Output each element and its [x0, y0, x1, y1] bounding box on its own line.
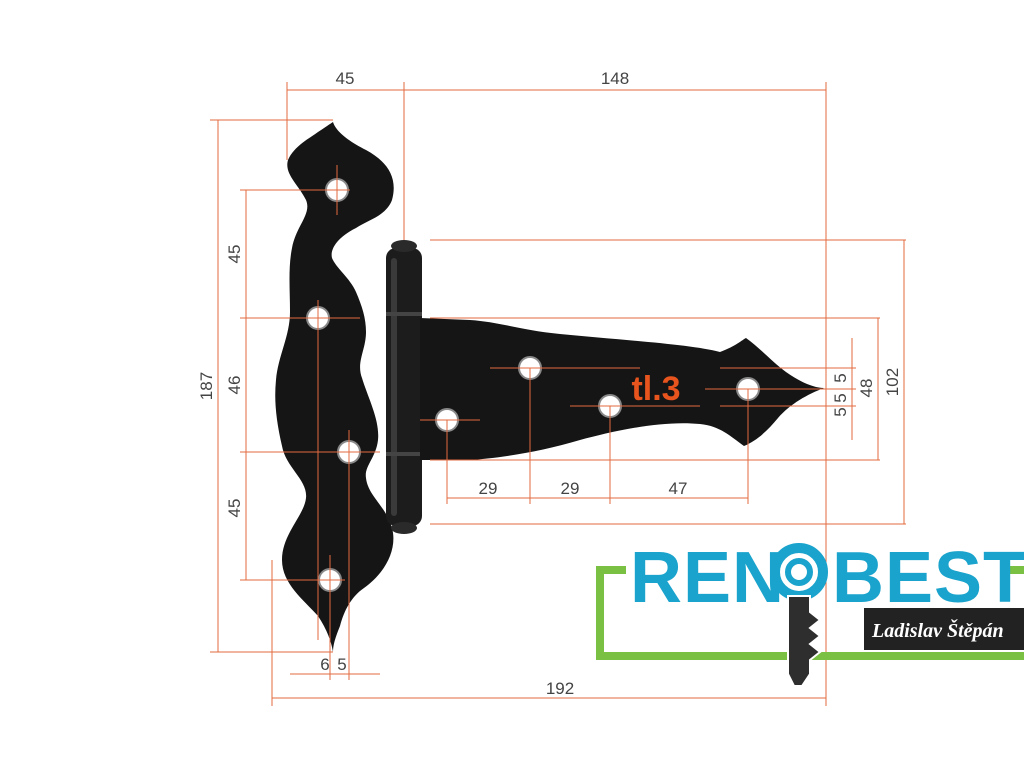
- dim-strap-29b: 29: [561, 479, 580, 498]
- thickness-label: tl.3: [631, 370, 680, 408]
- dim-right-48: 48: [857, 379, 876, 398]
- dimension-lines: [210, 82, 906, 706]
- dim-bottom-5: 5: [337, 655, 346, 674]
- dim-left-lower: 45: [225, 499, 244, 518]
- pin-head-bottom: [391, 522, 417, 534]
- dim-right-102: 102: [883, 368, 902, 396]
- brand-best: BEST: [832, 538, 1024, 618]
- t-hinge: [275, 122, 824, 652]
- hinge-vertical-plate: [275, 122, 394, 652]
- renobest-logo: Ladislav Štěpán REN BEST: [596, 538, 1024, 687]
- dim-top-left: 45: [336, 69, 355, 88]
- dim-right-5b: 5: [831, 393, 850, 402]
- dim-top-right: 148: [601, 69, 629, 88]
- dim-left-middle: 46: [225, 376, 244, 395]
- knuckle-gap-2: [386, 452, 422, 456]
- hinge-strap: [420, 318, 824, 460]
- dim-strap-47: 47: [669, 479, 688, 498]
- dim-right-5a: 5: [831, 373, 850, 382]
- dim-bottom-total: 192: [546, 679, 574, 698]
- dim-left-upper: 45: [225, 245, 244, 264]
- knuckle-highlight: [391, 258, 397, 516]
- pin-head-top: [391, 240, 417, 252]
- key-icon: [770, 543, 828, 687]
- dim-right-5c: 5: [831, 407, 850, 416]
- owner-bar: [864, 608, 1024, 650]
- brand-ren: REN: [630, 538, 785, 618]
- dim-left-total: 187: [197, 372, 216, 400]
- dim-strap-29a: 29: [479, 479, 498, 498]
- owner-name: Ladislav Štěpán: [871, 618, 1004, 642]
- knuckle-gap-1: [386, 312, 422, 316]
- dimension-labels: 45 148 187 45 46 45 192 6 5 29 29 47 102…: [197, 69, 902, 698]
- dim-bottom-6: 6: [320, 655, 329, 674]
